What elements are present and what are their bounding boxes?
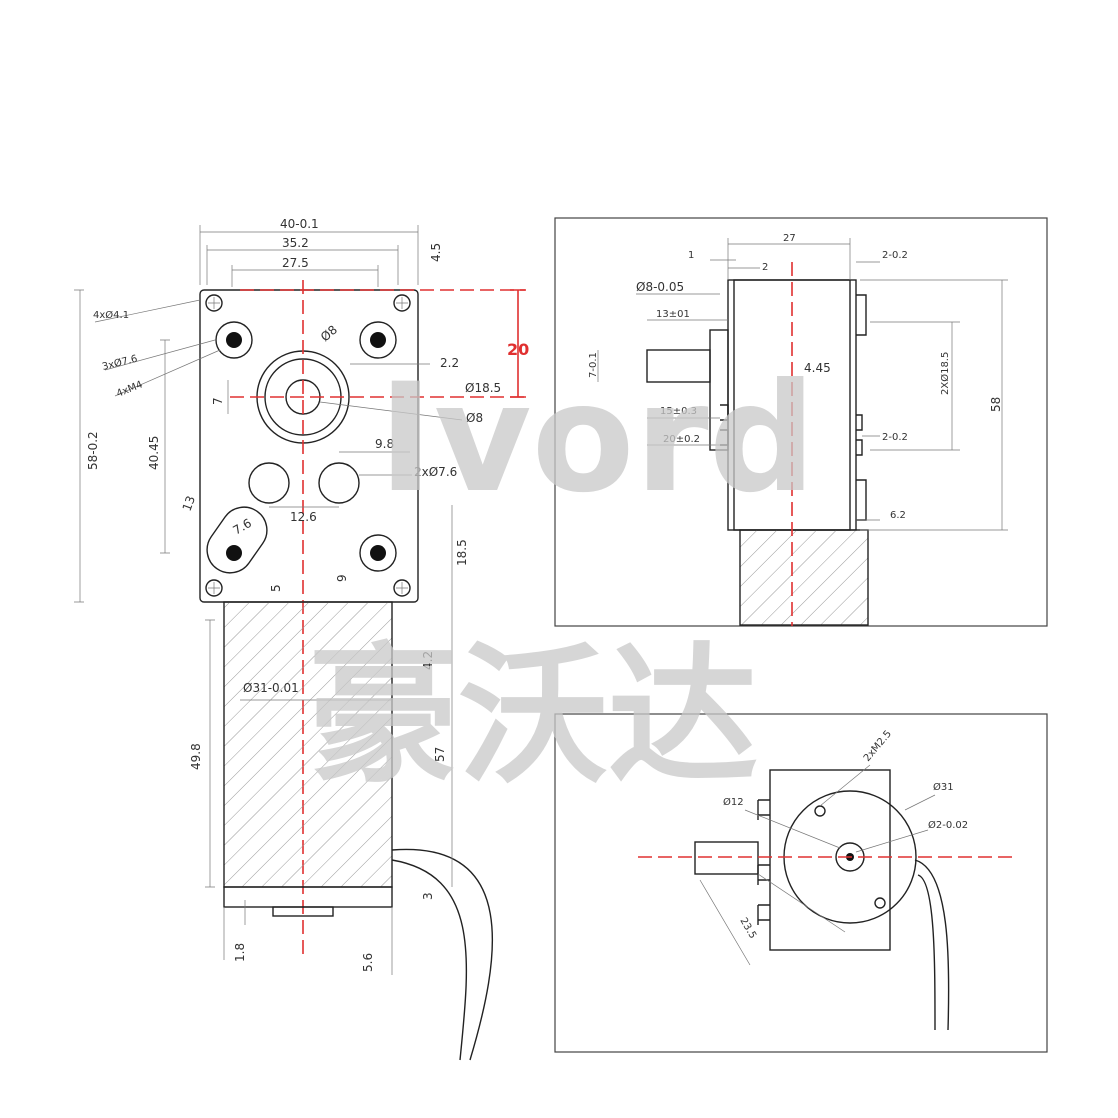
watermark-cjk: 豪沃达 xyxy=(308,630,758,804)
dim-d2: Ø2-0.02 xyxy=(928,819,968,831)
dim-k2x: 2XØ18.5 xyxy=(939,352,951,395)
dim-h18: 1.8 xyxy=(233,943,247,962)
dim-k7: 7-0.1 xyxy=(588,352,599,378)
dim-h98: 9.8 xyxy=(375,437,394,451)
watermark-latin: Ivord xyxy=(378,352,816,526)
dim-h3: 3 xyxy=(421,892,435,900)
dim-h13: 13 xyxy=(180,494,198,513)
dim-k15: 15±0.3 xyxy=(660,406,697,417)
dim-width-1: 35.2 xyxy=(282,236,309,250)
dim-h126: 12.6 xyxy=(290,510,317,524)
motor-tail xyxy=(272,906,334,917)
dim-h5: 5 xyxy=(269,584,283,592)
end-view-frame xyxy=(554,713,1048,1053)
dim-h76: 7.6 xyxy=(231,516,255,538)
dim-k445: 4.45 xyxy=(804,361,831,375)
motor-view: 49.8 57 4.2 Ø31-0.01 3 1.8 5.6 xyxy=(189,601,493,1061)
dim-v7: 7 xyxy=(211,397,225,405)
corner-screws xyxy=(205,294,411,597)
dim-r1: 2-0.2 xyxy=(882,250,908,261)
hole-left xyxy=(248,462,290,504)
dim-k13: 13±01 xyxy=(656,309,690,320)
dim-bore-d: Ø8 xyxy=(466,411,483,425)
dim-len2: 57 xyxy=(433,747,447,762)
dim-d31: Ø31 xyxy=(933,781,954,793)
dim-h56: 5.6 xyxy=(361,953,375,972)
dim-diameter: Ø31-0.01 xyxy=(243,681,299,695)
dim-thread: 4xM4 xyxy=(115,379,144,399)
dim-w27: 27 xyxy=(783,233,796,244)
dim-hole-b: 3xØ7.6 xyxy=(101,353,139,373)
dim-h185: 18.5 xyxy=(455,539,469,566)
side-view-frame xyxy=(554,217,1048,627)
end-wire xyxy=(914,859,950,1031)
side-view: 27 1 2 2-0.2 Ø8-0.05 13±01 7-0.1 4.45 2X… xyxy=(554,217,1048,627)
dim-len1: 49.8 xyxy=(189,743,203,770)
end-shaft xyxy=(694,841,759,875)
dim-d12: Ø12 xyxy=(723,796,744,808)
dim-k20: 20±0.2 xyxy=(663,434,700,445)
dim-v40: 40.45 xyxy=(147,436,161,470)
motor-end-cap xyxy=(223,886,393,908)
dim-red-20: 20 xyxy=(507,340,529,359)
dim-boss-d: Ø18.5 xyxy=(465,381,501,395)
dim-shaft-d: Ø8 xyxy=(318,323,340,345)
dim-h9: 9 xyxy=(335,574,349,582)
dim-l235: 23.5 xyxy=(737,916,758,941)
dim-k58: 58 xyxy=(989,397,1003,412)
dim-k62: 6.2 xyxy=(890,510,906,521)
motor-body xyxy=(223,601,393,888)
dim-width-total: 40-0.1 xyxy=(280,217,319,231)
side-motor-body xyxy=(739,529,869,626)
end-gearbox-body xyxy=(769,769,891,951)
dim-r2: 2-0.2 xyxy=(882,432,908,443)
side-shaft xyxy=(646,349,711,383)
side-output-boss xyxy=(709,329,729,451)
hole-right xyxy=(318,462,360,504)
dim-h42: 4.2 xyxy=(421,651,435,670)
dim-hole-a: 4xØ4.1 xyxy=(93,309,129,321)
dim-shaft: Ø8-0.05 xyxy=(636,280,684,294)
dim-width-2: 27.5 xyxy=(282,256,309,270)
dim-d1: 2.2 xyxy=(440,356,459,370)
dim-height-total: 58-0.2 xyxy=(86,431,100,470)
motor-wire xyxy=(391,848,493,1061)
dim-w2: 2 xyxy=(762,262,768,273)
threaded-holes xyxy=(206,321,397,574)
dim-w1: 1 xyxy=(688,250,694,261)
dim-holes2: 2xØ7.6 xyxy=(414,465,457,479)
dim-m25: 2xM2.5 xyxy=(862,729,894,764)
dim-top-offset: 4.5 xyxy=(429,243,443,262)
